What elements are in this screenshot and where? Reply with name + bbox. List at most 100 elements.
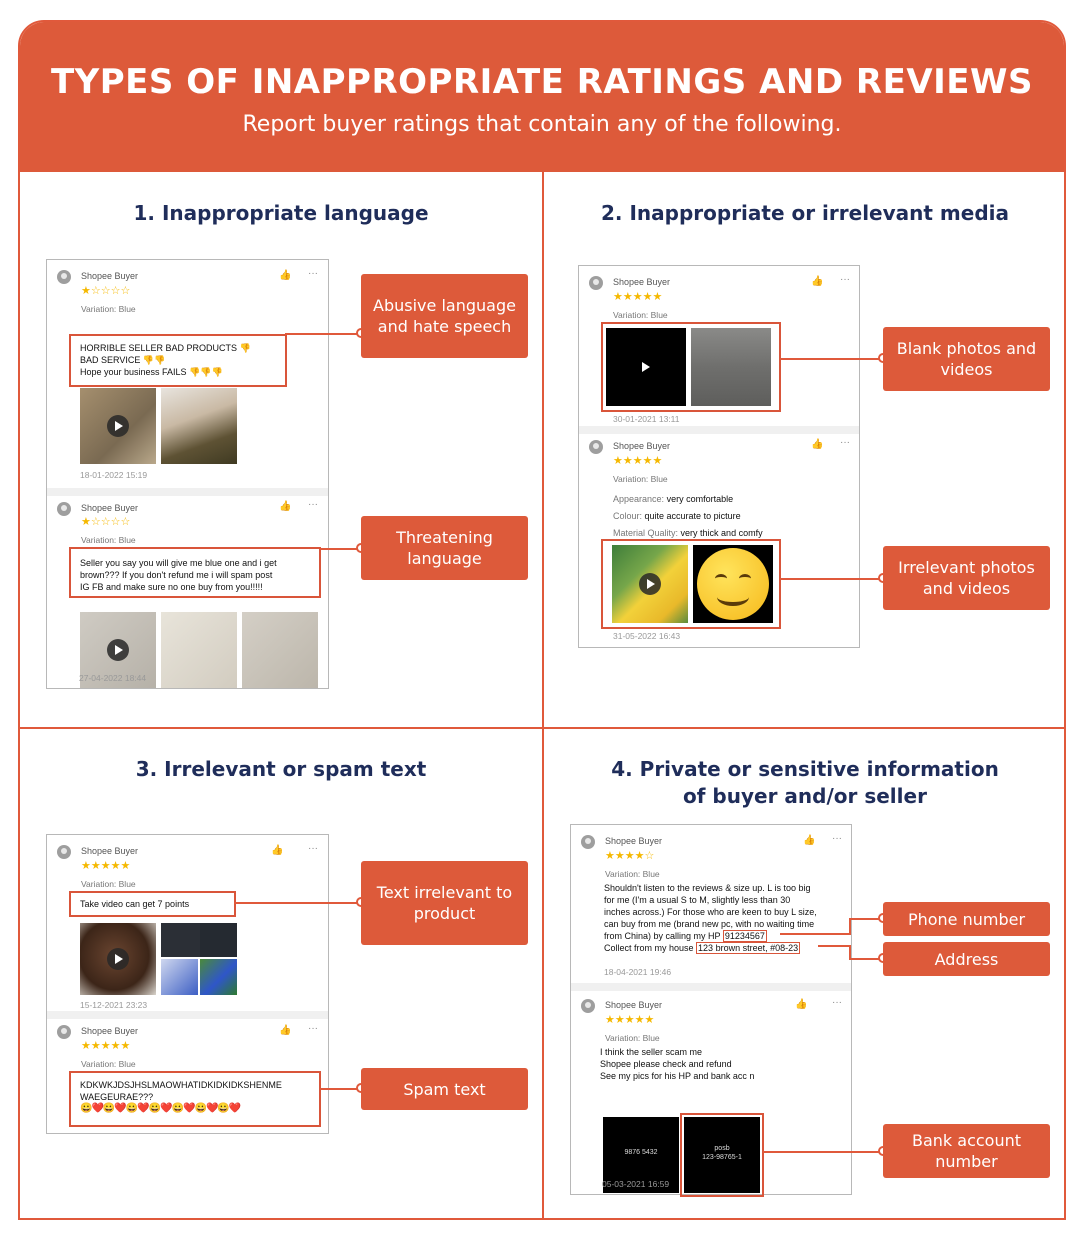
more-options-icon[interactable]: ··· bbox=[308, 268, 318, 279]
review-date: 31-05-2022 16:43 bbox=[613, 631, 681, 641]
more-options-icon[interactable]: ··· bbox=[308, 1023, 318, 1034]
review-video-thumbnail[interactable] bbox=[80, 923, 156, 995]
thumbs-up-icon[interactable]: 👍 bbox=[795, 999, 808, 1010]
page-title: TYPES OF INAPPROPRIATE RATINGS AND REVIE… bbox=[50, 62, 1034, 102]
more-options-icon[interactable]: ··· bbox=[840, 274, 850, 285]
thumbs-up-icon[interactable]: 👍 bbox=[279, 1025, 292, 1036]
section-4-title-line2: of buyer and/or seller bbox=[683, 784, 927, 808]
review-photo[interactable] bbox=[200, 959, 237, 995]
more-options-icon[interactable]: ··· bbox=[308, 843, 318, 854]
review-date: 15-12-2021 23:23 bbox=[80, 1000, 148, 1010]
variation-label: Variation: Blue bbox=[613, 474, 668, 484]
irrelevant-photo[interactable] bbox=[693, 545, 773, 623]
attribute-label: Material Quality: bbox=[613, 528, 679, 538]
attribute-label: Appearance: bbox=[613, 494, 665, 504]
highlight-bank-account bbox=[680, 1113, 764, 1197]
section-3-title: 3. Irrelevant or spam text bbox=[135, 757, 427, 781]
review-text-line: Shouldn't listen to the reviews & size u… bbox=[604, 883, 811, 893]
review-photo[interactable] bbox=[200, 923, 237, 957]
divider-horizontal bbox=[20, 727, 1064, 729]
review-emoji-line: 😀❤️😀❤️😀❤️😀❤️😀❤️😀❤️😀❤️ bbox=[80, 1103, 241, 1114]
review-photo[interactable] bbox=[242, 612, 318, 688]
variation-label: Variation: Blue bbox=[81, 1059, 136, 1069]
star-rating: ★★★★★ bbox=[613, 291, 663, 303]
review-text-line: Shopee please check and refund bbox=[600, 1059, 732, 1069]
highlight-address: 123 brown street, #08-23 bbox=[696, 942, 801, 954]
callout-address: Address bbox=[883, 942, 1050, 976]
smiley-mouth bbox=[717, 588, 749, 606]
star-rating: ★★★★★ bbox=[81, 1040, 131, 1052]
section-4-title: 4. Private or sensitive information of b… bbox=[544, 756, 1064, 810]
highlight-spam-text bbox=[69, 1071, 321, 1127]
review-video-thumbnail[interactable] bbox=[80, 612, 156, 688]
play-icon[interactable] bbox=[639, 573, 661, 595]
thumbs-up-icon[interactable]: 👍 bbox=[279, 501, 292, 512]
highlight-threatening-text bbox=[69, 547, 321, 598]
connector-line bbox=[320, 548, 361, 550]
divider-vertical bbox=[542, 172, 544, 1218]
review-photo-phone-number[interactable]: 9876 5432 bbox=[603, 1117, 679, 1193]
callout-spam-text: Spam text bbox=[361, 1068, 528, 1110]
highlight-irrelevant-media bbox=[601, 539, 781, 629]
variation-label: Variation: Blue bbox=[605, 1033, 660, 1043]
connector-line bbox=[780, 578, 884, 580]
avatar-icon bbox=[57, 270, 71, 284]
page-subtitle: Report buyer ratings that contain any of… bbox=[242, 112, 842, 137]
star-rating: ★★★★★ bbox=[613, 455, 663, 467]
buyer-name: Shopee Buyer bbox=[613, 441, 671, 451]
review-photo[interactable] bbox=[161, 388, 237, 464]
review-text-with-address: Collect from my house 123 brown street, … bbox=[604, 942, 801, 954]
blank-video-thumbnail[interactable] bbox=[606, 328, 686, 406]
review-text-segment: from China) by calling my HP bbox=[604, 931, 721, 941]
review-photo-bank-account[interactable]: posb 123-98765-1 bbox=[684, 1117, 760, 1193]
review-date: 18-01-2022 15:19 bbox=[80, 470, 148, 480]
section-1-title: 1. Inappropriate language bbox=[133, 201, 429, 225]
connector-line bbox=[763, 1151, 884, 1153]
infographic-frame: TYPES OF INAPPROPRIATE RATINGS AND REVIE… bbox=[18, 20, 1066, 1220]
more-options-icon[interactable]: ··· bbox=[308, 499, 318, 510]
review-photo[interactable] bbox=[161, 959, 198, 995]
more-options-icon[interactable]: ··· bbox=[840, 437, 850, 448]
star-rating: ★★★★☆ bbox=[605, 850, 655, 862]
connector-line bbox=[849, 945, 851, 960]
variation-label: Variation: Blue bbox=[81, 879, 136, 889]
review-text-line: BAD SERVICE 👎👎 bbox=[80, 355, 166, 365]
play-icon[interactable] bbox=[107, 639, 129, 661]
review-date: 27-04-2022 18:44 bbox=[79, 673, 147, 683]
thumbs-up-icon[interactable]: 👍 bbox=[803, 835, 816, 846]
review-attribute-colour: Colour: quite accurate to picture bbox=[613, 510, 741, 522]
thumbs-up-icon[interactable]: 👍 bbox=[271, 845, 284, 856]
callout-threatening-language: Threatening language bbox=[361, 516, 528, 580]
review-video-thumbnail[interactable] bbox=[80, 388, 156, 464]
more-options-icon[interactable]: ··· bbox=[832, 833, 842, 844]
connector-line bbox=[849, 918, 851, 935]
connector-line bbox=[849, 918, 884, 920]
play-icon[interactable] bbox=[107, 415, 129, 437]
avatar-icon bbox=[589, 440, 603, 454]
buyer-name: Shopee Buyer bbox=[81, 503, 139, 513]
irrelevant-video-thumbnail[interactable] bbox=[612, 545, 688, 623]
review-text-line: IG FB and make sure no one buy from you!… bbox=[80, 582, 263, 592]
review-text-line: for me (I'm a usual S to M, slightly les… bbox=[604, 895, 791, 905]
attribute-value: very comfortable bbox=[666, 494, 734, 504]
buyer-name: Shopee Buyer bbox=[605, 836, 663, 846]
review-separator bbox=[47, 1011, 328, 1019]
highlight-abusive-text bbox=[69, 334, 287, 387]
avatar-icon bbox=[581, 835, 595, 849]
review-photo[interactable] bbox=[161, 612, 237, 688]
thumbs-up-icon[interactable]: 👍 bbox=[811, 439, 824, 450]
play-icon[interactable] bbox=[107, 948, 129, 970]
variation-label: Variation: Blue bbox=[81, 304, 136, 314]
blank-photo[interactable] bbox=[691, 328, 771, 406]
star-rating: ★☆☆☆☆ bbox=[81, 516, 131, 528]
star-rating: ★★★★★ bbox=[81, 860, 131, 872]
review-text-line: KDKWKJDSJHSLMAOWHATIDKIDKIDKSHENME bbox=[80, 1080, 282, 1090]
review-text: Take video can get 7 points bbox=[80, 899, 190, 909]
more-options-icon[interactable]: ··· bbox=[832, 997, 842, 1008]
thumbs-up-icon[interactable]: 👍 bbox=[811, 276, 824, 287]
attribute-value: very thick and comfy bbox=[680, 528, 763, 538]
buyer-name: Shopee Buyer bbox=[81, 271, 139, 281]
highlight-irrelevant-text bbox=[69, 891, 236, 917]
thumbs-up-icon[interactable]: 👍 bbox=[279, 270, 292, 281]
smiley-eye bbox=[715, 574, 727, 583]
